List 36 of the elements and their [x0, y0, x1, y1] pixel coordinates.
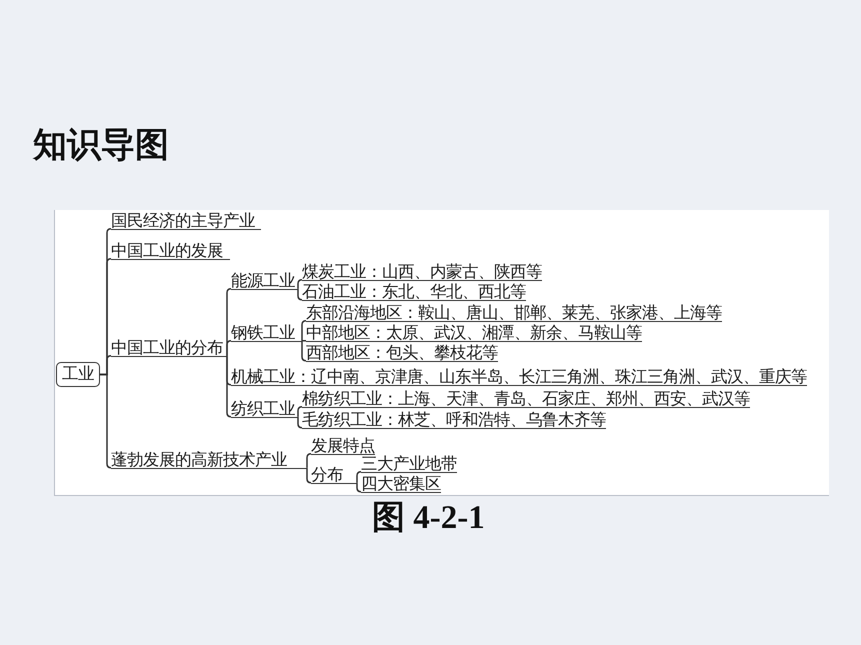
underlined-topic: 发展特点 [311, 436, 375, 454]
connector-line [302, 340, 306, 342]
page-title: 知识导图 [33, 124, 169, 166]
underlined-topic: 西部地区：包头、攀枝花等 [306, 344, 498, 362]
underlined-topic: 国民经济的主导产业 [111, 212, 261, 230]
connector-line [297, 279, 302, 289]
connector-line [356, 482, 362, 492]
connector-line [301, 340, 306, 362]
underlined-topic: 中部地区：太原、武汉、湘潭、新余、马鞍山等 [306, 324, 642, 342]
underlined-topic: 中国工业的发展 [111, 242, 230, 260]
underlined-topic: 东部沿海地区：鞍山、唐山、邯郸、莱芜、张家港、上海等 [306, 304, 722, 322]
underlined-topic: 棉纺织工业：上海、天津、青岛、石家庄、郑州、西安、武汉等 [302, 390, 750, 408]
underlined-topic: 三大产业地带 [361, 454, 457, 472]
underlined-topic: 蓬勃发展的高新技术产业 [111, 450, 307, 468]
underlined-topic: 纺织工业 [231, 400, 298, 418]
connector-line [301, 320, 306, 341]
underlined-topic: 石油工业：东北、华北、西北等 [302, 282, 526, 300]
underlined-topic: 分布 [311, 466, 357, 484]
connector-line [226, 356, 232, 418]
connector-line [297, 406, 302, 417]
connector-line [356, 471, 362, 483]
connector-line [226, 340, 232, 356]
figure-caption: 图 4-2-1 [372, 499, 485, 538]
connector-line [306, 468, 312, 484]
underlined-topic: 机械工业：辽中南、京津唐、山东半岛、长江三角洲、珠江三角洲、武汉、重庆等 [231, 368, 807, 386]
underlined-topic: 四大密集区 [361, 474, 441, 492]
underlined-topic: 能源工业 [231, 272, 298, 290]
connector-line [306, 453, 312, 468]
connector-line [297, 288, 302, 300]
underlined-topic: 煤炭工业：山西、内蒙古、陕西等 [302, 262, 542, 280]
underlined-topic: 毛纺织工业：林芝、呼和浩特、乌鲁木齐等 [302, 410, 606, 428]
topic-box: 工业 [56, 362, 100, 387]
connector-line [297, 416, 302, 428]
connector-line [100, 374, 112, 468]
underlined-topic: 钢铁工业 [231, 324, 302, 342]
underlined-topic: 中国工业的分布 [111, 338, 227, 356]
